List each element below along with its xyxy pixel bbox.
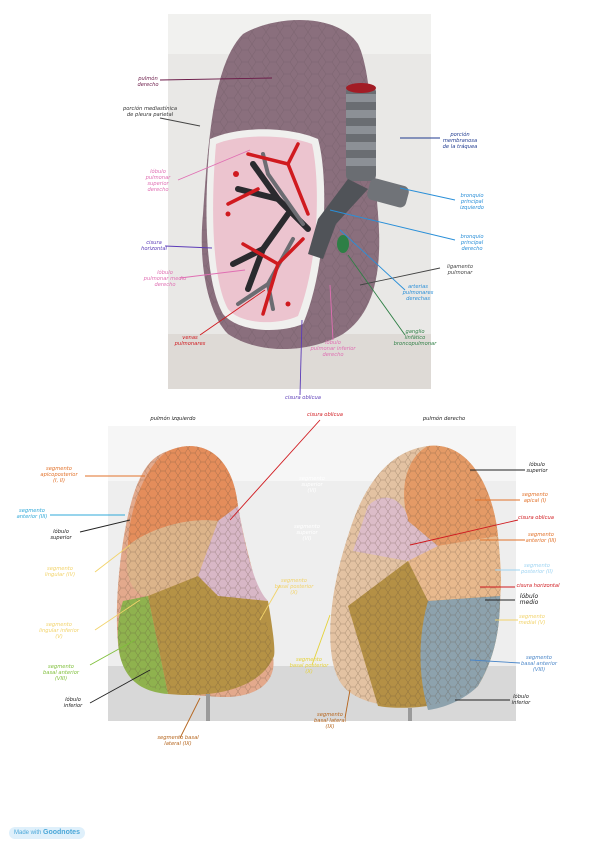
label-segmento-apical: segmento apical (I): [522, 492, 548, 504]
label-cisura-oblicua-top: cisura oblicua: [285, 395, 321, 401]
label-cisura-oblicua-right: cisura oblicua: [518, 515, 554, 521]
label-porcion-mediastinica: porción mediastínica de pleura parietal: [122, 106, 178, 118]
label-segmento-posterior: segmento posterior (II): [520, 563, 554, 575]
label-lobulo-superior-derecho: lóbulo pulmonar superior derecho: [145, 169, 171, 193]
label-segmento-basal-lateral-left: segmento basal lateral (IX): [157, 735, 199, 747]
label-bronquio-principal-derecho: bronquio principal derecho: [460, 234, 484, 252]
label-segmento-lingular-inferior: segmento lingular inferior (V): [39, 622, 79, 640]
badge-brand: Goodnotes: [43, 829, 80, 836]
label-pulmon-derecho-bottom: pulmón derecho: [422, 416, 466, 422]
label-lobulo-superior-right: lóbulo superior: [526, 462, 548, 474]
label-segmento-apicoposterior: segmento apicoposterior (I, II): [40, 466, 78, 484]
label-cisura-horizontal-bottom: cisura horizontal: [516, 583, 560, 589]
label-segmento-superior-vi-a: segmento superior (VI): [299, 476, 325, 494]
label-porcion-membranosa: porción membranosa de la tráquea: [442, 132, 478, 150]
label-lobulo-inferior-right: lóbulo inferior: [511, 694, 531, 706]
label-segmento-anterior-right: segmento anterior (III): [525, 532, 557, 544]
label-pulmon-izquierdo: pulmón izquierdo: [150, 416, 196, 422]
label-ganglio-linfatico: ganglio linfático broncopulmonar: [393, 329, 437, 347]
label-segmento-basal-posterior-left: segmento basal posterior (X): [274, 578, 314, 596]
badge-prefix: Made with: [14, 830, 42, 836]
label-cisura-horizontal-top: cisura horizontal: [141, 240, 167, 252]
label-segmento-basal-lateral-mid: segmento basal lateral (IX): [313, 712, 347, 730]
label-bronquio-principal-izquierdo: bronquio principal izquierdo: [460, 193, 484, 211]
label-segmento-basal-anterior-right: segmento basal anterior (VIII): [520, 655, 558, 673]
label-segmento-superior-vi-b: segmento superior (VI): [294, 524, 320, 542]
label-pulmon-derecho: pulmón derecho: [137, 76, 159, 88]
label-segmento-basal-anterior-left: segmento basal anterior (VIII): [42, 664, 80, 682]
label-ligamento-pulmonar: ligamento pulmonar: [446, 264, 474, 276]
label-lobulo-inferior-left: lóbulo inferior: [63, 697, 83, 709]
label-lobulo-medio: lóbulo medio: [519, 593, 539, 606]
label-segmento-basal-posterior-mid: segmento basal posterior (X): [289, 657, 329, 675]
made-with-badge[interactable]: Made with Goodnotes: [9, 827, 85, 839]
bottom-photo: [108, 426, 516, 721]
label-venas-pulmonares: venas pulmonares: [174, 335, 206, 347]
label-lobulo-inferior-derecho: lóbulo pulmonar inferior derecho: [310, 340, 356, 358]
lungs-lateral-illustration: [108, 426, 516, 721]
label-segmento-anterior-left: segmento anterior (III): [16, 508, 48, 520]
label-segmento-lingular-iv: segmento lingular (IV): [44, 566, 76, 578]
label-segmento-medial: segmento medial (V): [518, 614, 546, 626]
label-lobulo-superior-left: lóbulo superior: [50, 529, 72, 541]
label-lobulo-medio-derecho: lóbulo pulmonar medio derecho: [143, 270, 187, 288]
label-arterias-pulmonares: arterias pulmonares derechas: [402, 284, 434, 302]
label-cisura-oblicua-bottom: cisura oblicua: [307, 412, 343, 418]
